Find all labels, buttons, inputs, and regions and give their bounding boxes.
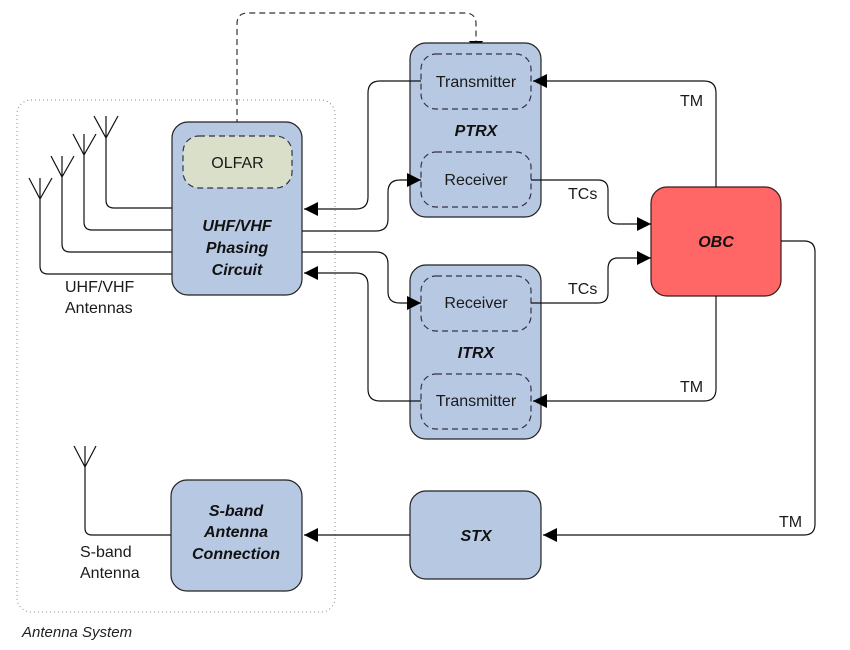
uhf-vhf-antenna-2 <box>72 133 172 231</box>
tcs-itrx-label: TCs <box>568 281 597 298</box>
itrx-receiver-label: Receiver <box>444 295 508 312</box>
ptrx-block[interactable]: Transmitter PTRX Receiver <box>409 42 542 218</box>
sband-label-3: Connection <box>192 546 280 563</box>
ptrx-receiver-label: Receiver <box>444 172 508 189</box>
ptrx-tcs-to-obc-link <box>531 179 651 231</box>
uhf-vhf-phasing-circuit-block[interactable]: OLFAR UHF/VHF Phasing Circuit <box>171 121 303 296</box>
sband-label-1: S-band <box>209 503 264 520</box>
phasing-to-itrx-rx-link <box>302 251 421 310</box>
obc-tm-to-stx-link <box>543 240 816 542</box>
tcs-ptrx-label: TCs <box>568 186 597 203</box>
olfar-label: OLFAR <box>211 155 263 172</box>
antenna-system-caption: Antenna System <box>21 624 132 641</box>
itrx-transmitter <box>420 373 532 430</box>
phasing-label-2: Phasing <box>206 240 268 257</box>
ptrx-tx-to-phasing-link <box>304 80 421 216</box>
antenna-system-group <box>16 99 336 613</box>
obc-tm-to-itrx-link <box>533 296 717 408</box>
sband-antenna <box>73 445 171 536</box>
phasing-label-3: Circuit <box>212 262 263 279</box>
obc-tm-to-ptrx-link <box>533 74 717 187</box>
itrx-tx-to-phasing-link <box>304 266 421 402</box>
obc-label: OBC <box>698 234 734 251</box>
ptrx-title: PTRX <box>455 123 499 140</box>
olfar-control-link <box>236 12 477 135</box>
ptrx-transmitter-label: Transmitter <box>436 74 517 91</box>
olfar-block <box>182 135 293 189</box>
uhf-antennas-label-1: UHF/VHF <box>65 279 135 296</box>
uhf-vhf-antenna-1 <box>93 115 172 209</box>
tm-stx-label: TM <box>779 514 802 531</box>
uhf-vhf-antenna-4 <box>28 177 172 275</box>
sband-antenna-connection-block[interactable]: S-band Antenna Connection <box>170 479 303 592</box>
phasing-label-1: UHF/VHF <box>202 218 273 235</box>
uhf-antennas-label-2: Antennas <box>65 300 133 317</box>
itrx-title: ITRX <box>458 345 496 362</box>
stx-label: STX <box>460 528 492 545</box>
tm-itrx-label: TM <box>680 379 703 396</box>
obc-block[interactable]: OBC <box>650 186 782 297</box>
phasing-to-ptrx-rx-link <box>302 173 421 232</box>
sband-antenna-label-2: Antenna <box>80 565 140 582</box>
sband-label-2: Antenna <box>203 524 268 541</box>
itrx-transmitter-label: Transmitter <box>436 393 517 410</box>
uhf-vhf-antenna-3 <box>50 155 172 253</box>
sband-antenna-label-1: S-band <box>80 544 132 561</box>
stx-block[interactable]: STX <box>409 490 542 580</box>
itrx-block[interactable]: Receiver ITRX Transmitter <box>409 264 542 440</box>
itrx-tcs-to-obc-link <box>531 251 651 304</box>
ptrx-transmitter <box>420 53 532 110</box>
tm-ptrx-label: TM <box>680 93 703 110</box>
